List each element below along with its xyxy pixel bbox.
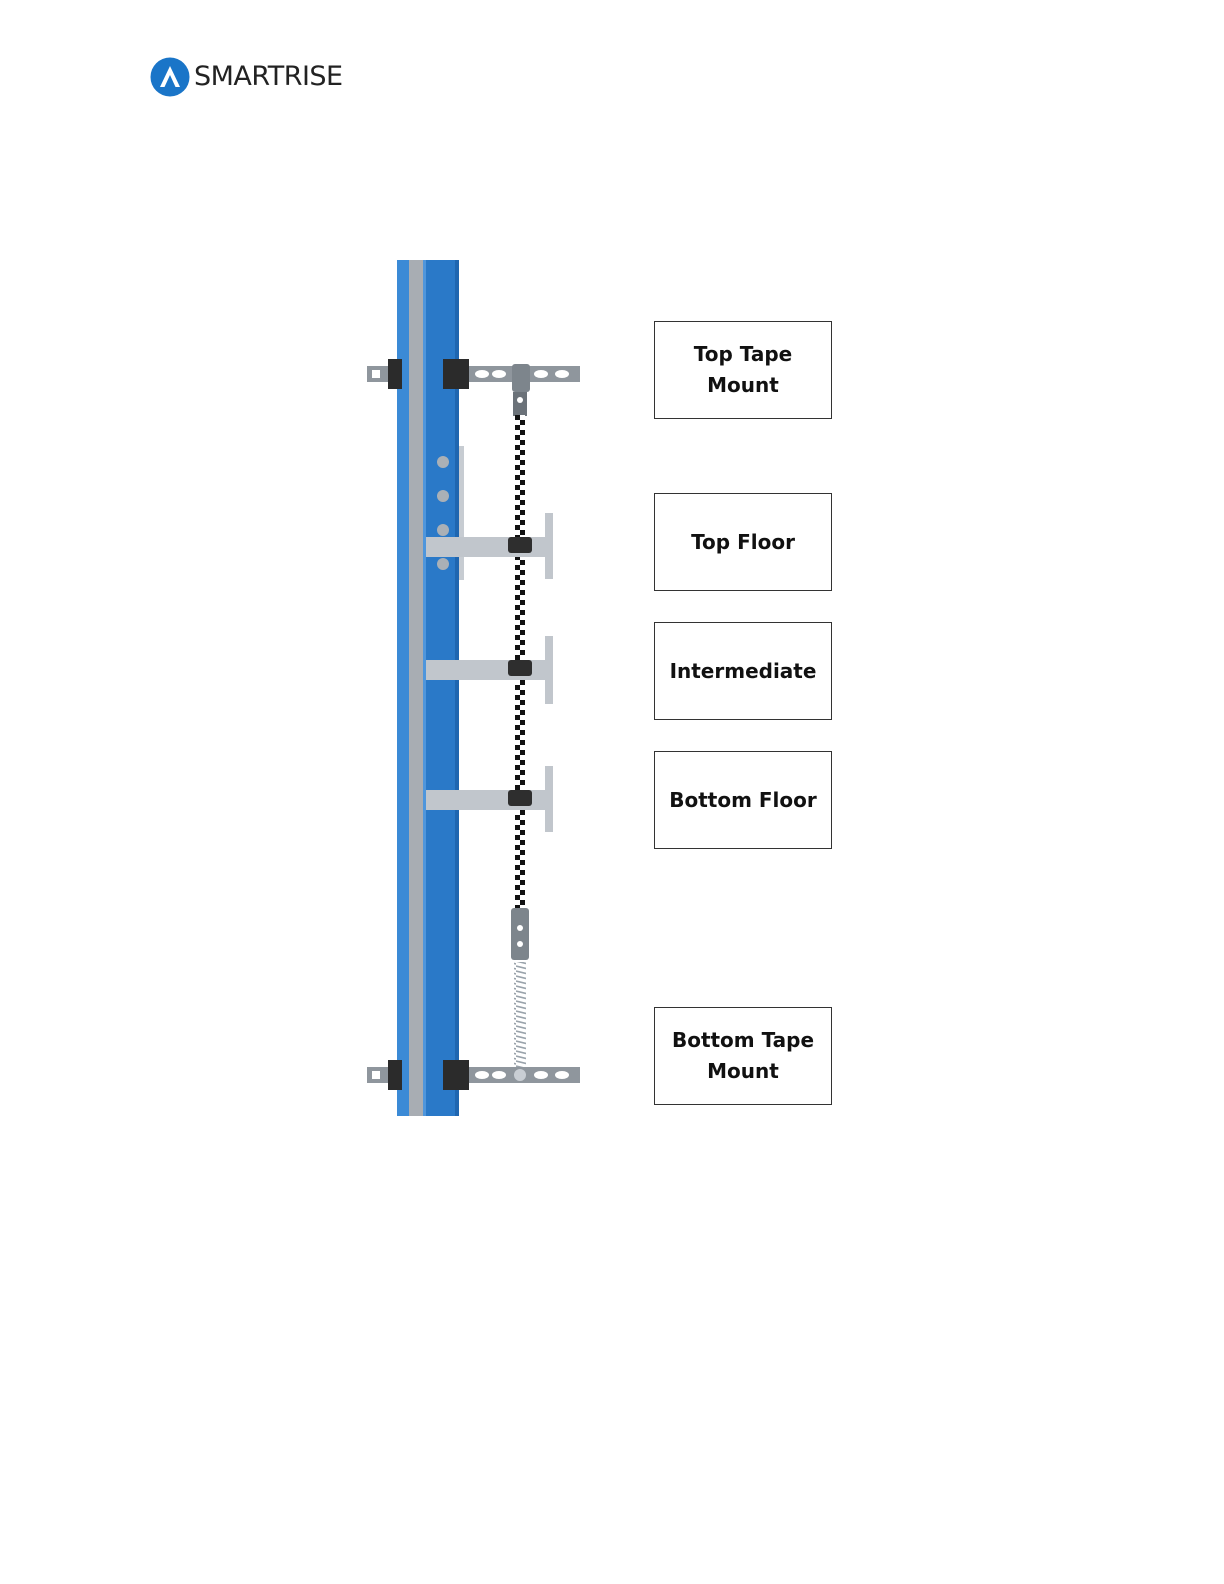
label-top-floor: Top Floor [654, 493, 832, 591]
label-bottom-tape-mount: Bottom Tape Mount [654, 1007, 832, 1105]
label-bottom-floor: Bottom Floor [654, 751, 832, 849]
bottom-tape-mount-bracket [367, 1060, 580, 1090]
label-intermediate: Intermediate [654, 622, 832, 720]
label-top-tape-mount: Top Tape Mount [654, 321, 832, 419]
tape-tension-spring [511, 908, 529, 1070]
